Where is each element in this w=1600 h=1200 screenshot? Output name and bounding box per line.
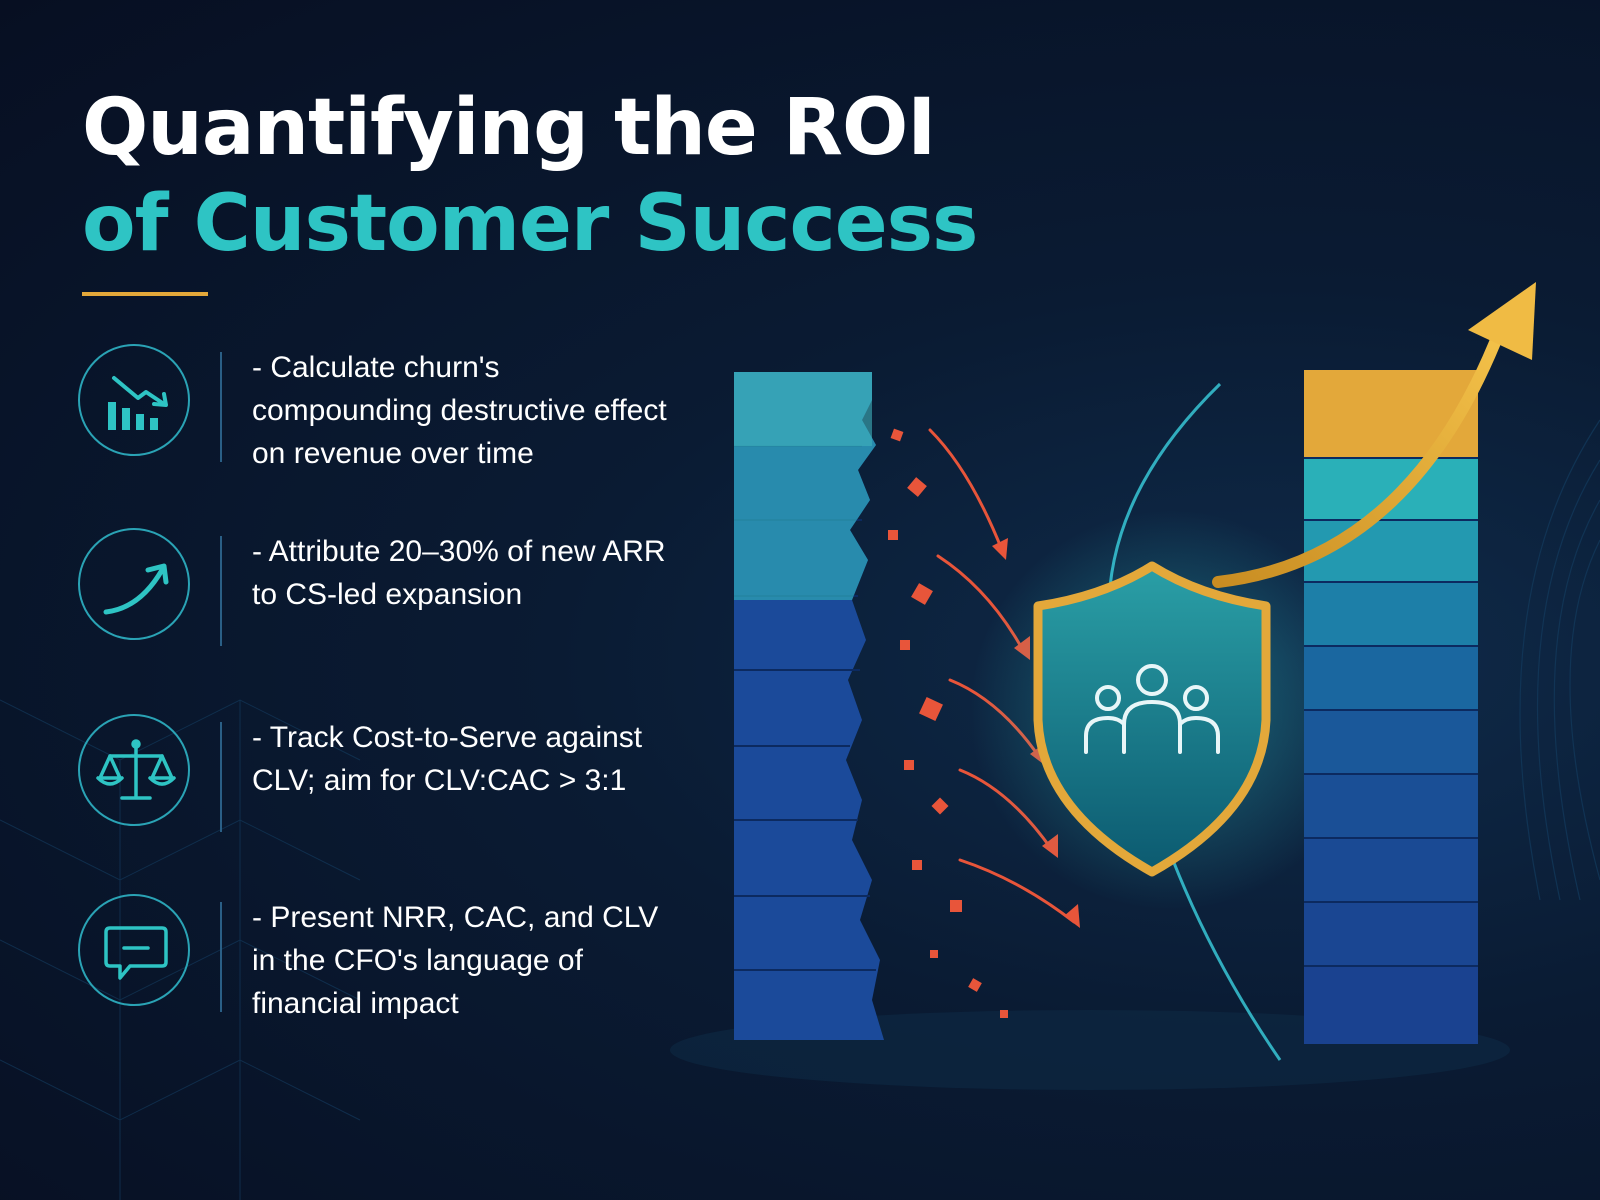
rising-trend-arrow-icon [78,528,190,640]
growing-revenue-column [1304,370,1478,1044]
declining-bar-chart-icon [78,344,190,456]
bullet-divider [220,352,222,462]
bullet-item-cfo-language: - Present NRR, CAC, and CLV in the CFO's… [78,894,678,1024]
bullet-item-expansion: - Attribute 20–30% of new ARR to CS-led … [78,528,678,658]
crumbling-revenue-column [734,372,884,1040]
bullet-text: - Attribute 20–30% of new ARR to CS-led … [252,535,666,611]
title-line-2: of Customer Success [82,179,978,269]
growth-arrow [1212,282,1536,588]
title-line-1: Quantifying the ROI [82,83,936,173]
bullet-text: - Calculate churn's compounding destruct… [252,351,667,470]
bullet-text: - Present NRR, CAC, and CLV in the CFO's… [252,901,659,1020]
bullet-item-churn: - Calculate churn's compounding destruct… [78,344,678,474]
chat-bubble-icon [78,894,190,1006]
bullet-divider [220,902,222,1012]
title-underline [82,292,208,296]
churn-debris [888,428,1008,1018]
bullet-divider [220,722,222,832]
page-title: Quantifying the ROI of Customer Success [82,80,978,272]
bullet-text: - Track Cost-to-Serve against CLV; aim f… [252,721,643,797]
balance-scale-icon [78,714,190,826]
bullet-divider [220,536,222,646]
customer-shield-icon [1033,561,1271,877]
bullet-item-cost-to-serve: - Track Cost-to-Serve against CLV; aim f… [78,714,678,844]
